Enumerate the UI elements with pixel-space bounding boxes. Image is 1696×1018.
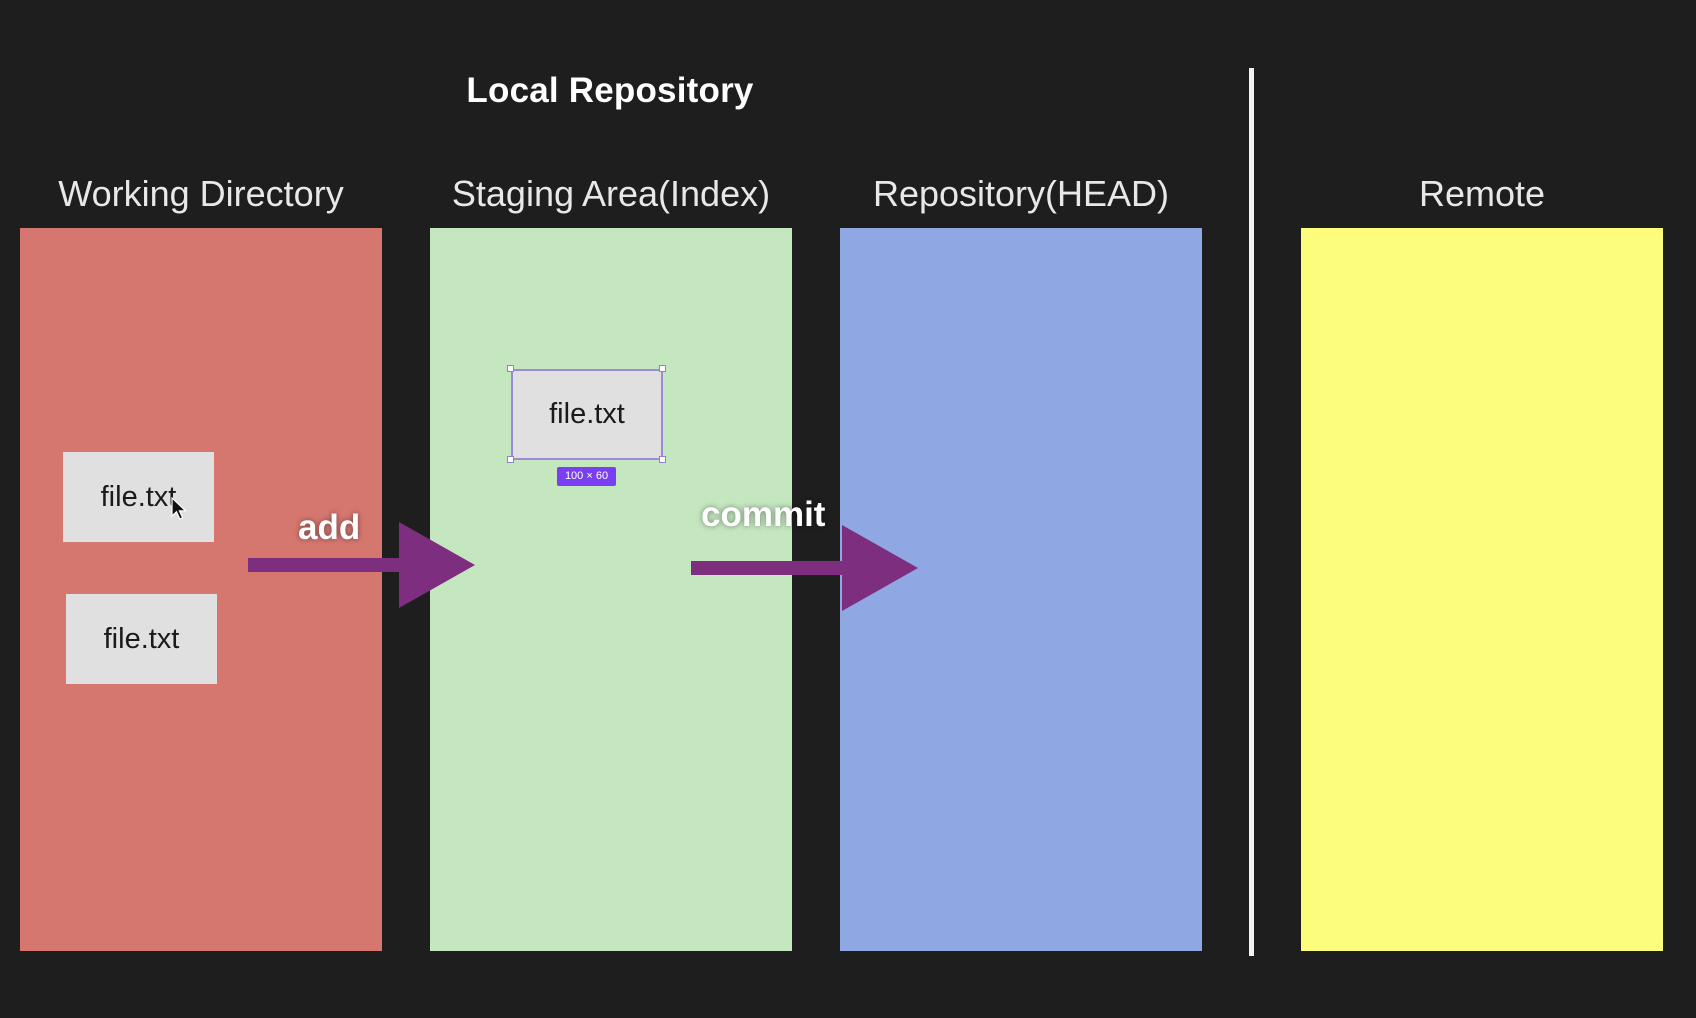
working-directory-label: Working Directory bbox=[58, 173, 344, 214]
working-file-name: file.txt bbox=[103, 622, 180, 655]
selection-size-badge: 100 × 60 bbox=[557, 467, 616, 486]
mouse-pointer-icon bbox=[171, 497, 188, 520]
working-file-name: file.txt bbox=[100, 480, 177, 513]
staged-file-name: file.txt bbox=[549, 398, 625, 430]
working-file-card[interactable]: file.txt bbox=[66, 594, 217, 684]
repository-head-panel bbox=[840, 228, 1202, 951]
staging-area-label: Staging Area(Index) bbox=[451, 173, 771, 214]
add-arrow bbox=[248, 522, 475, 608]
local-repository-title: Local Repository bbox=[466, 71, 754, 110]
selection-handle-bottom-left[interactable] bbox=[507, 456, 514, 463]
remote-panel bbox=[1301, 228, 1663, 951]
staging-area-panel bbox=[430, 228, 792, 951]
local-remote-divider bbox=[1249, 68, 1254, 956]
remote-label: Remote bbox=[1418, 173, 1546, 214]
selection-handle-top-right[interactable] bbox=[659, 365, 666, 372]
commit-arrow bbox=[691, 525, 918, 611]
staged-file-card[interactable]: file.txt bbox=[511, 369, 663, 460]
selection-handle-top-left[interactable] bbox=[507, 365, 514, 372]
selection-handle-bottom-right[interactable] bbox=[659, 456, 666, 463]
working-file-card[interactable]: file.txt bbox=[63, 452, 214, 542]
repository-head-label: Repository(HEAD) bbox=[872, 173, 1170, 214]
add-label: add bbox=[298, 508, 361, 547]
working-directory-panel bbox=[20, 228, 382, 951]
commit-label: commit bbox=[701, 495, 826, 534]
